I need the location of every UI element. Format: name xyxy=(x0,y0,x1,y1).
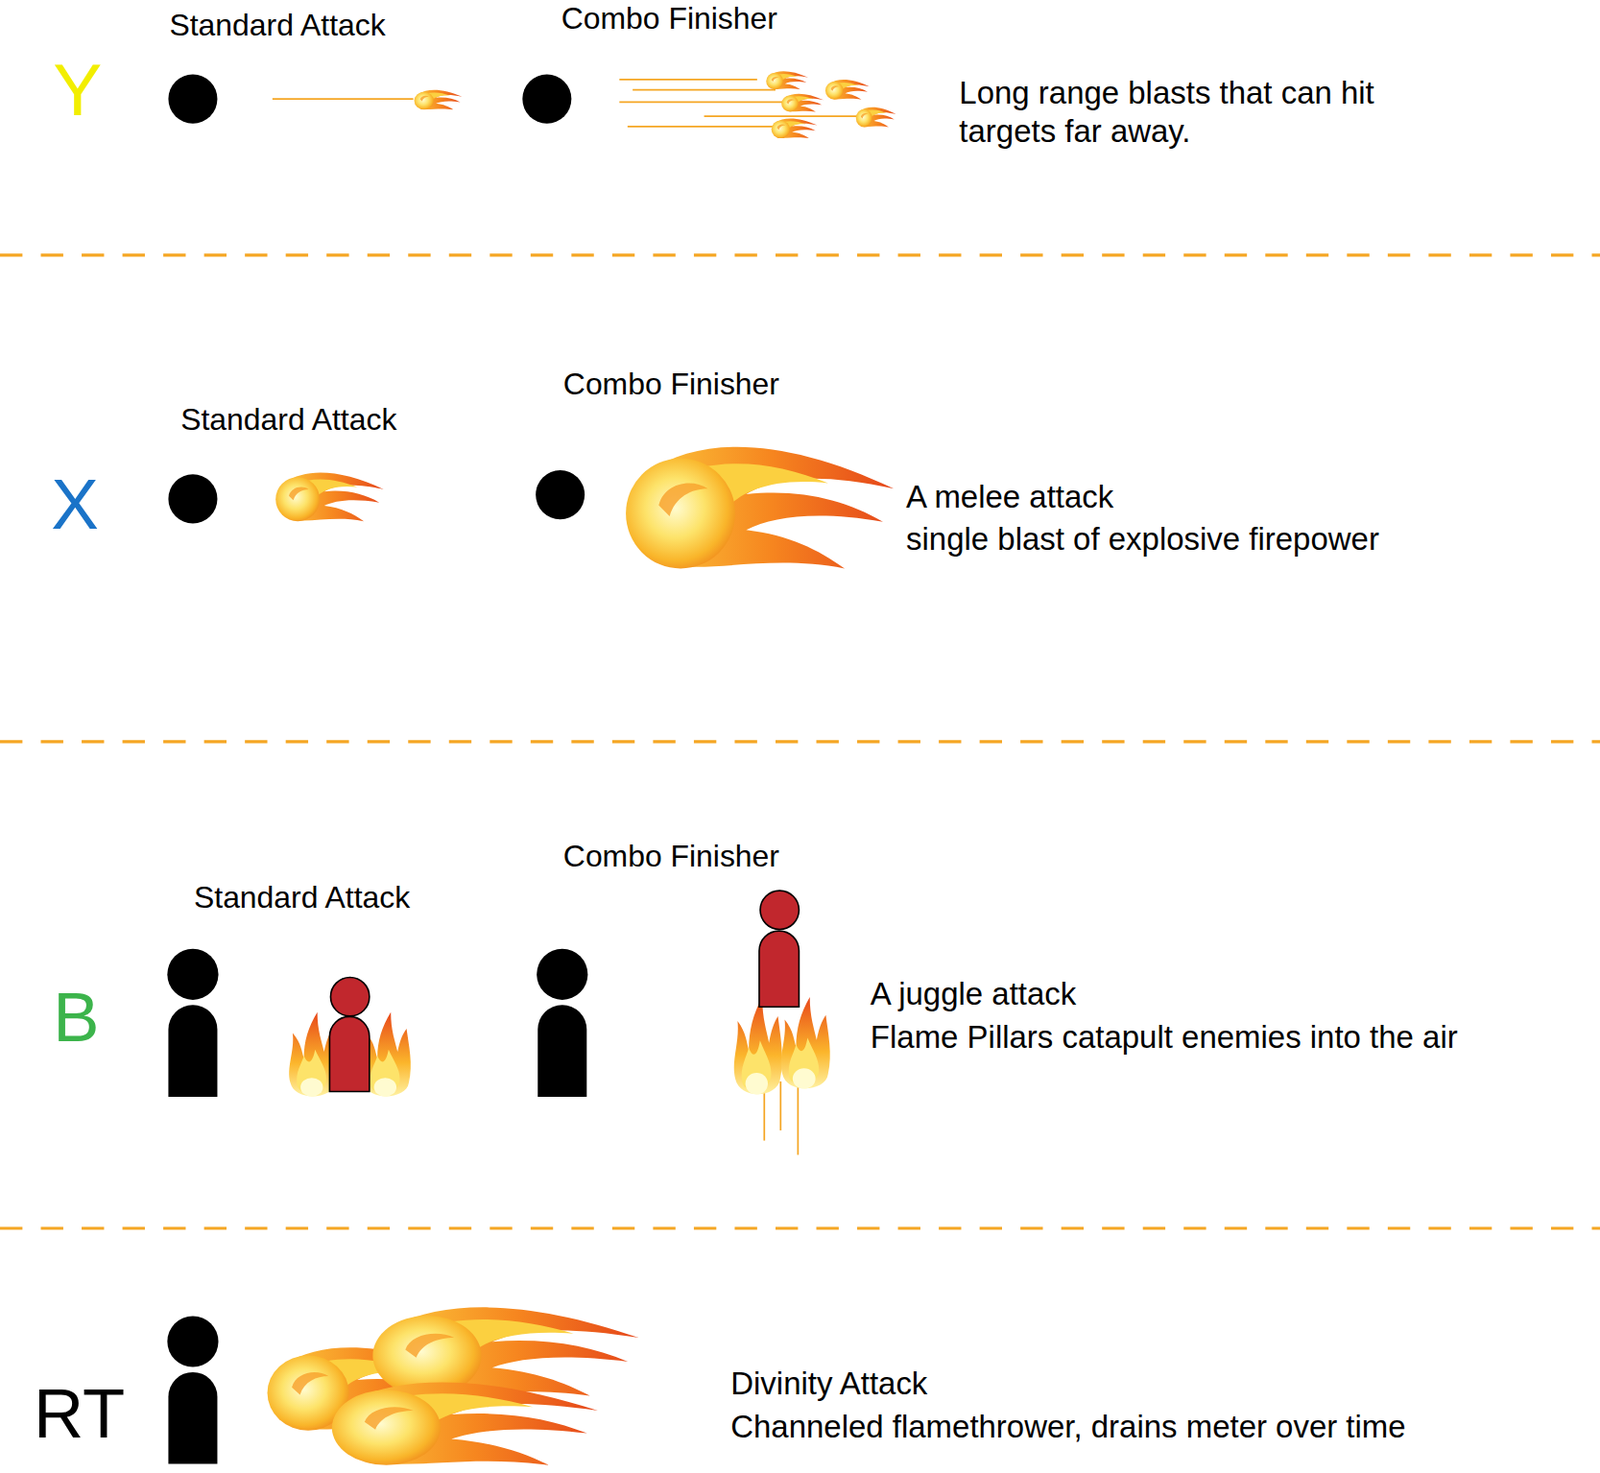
player-figure xyxy=(167,1372,217,1465)
player-figure xyxy=(537,1004,587,1098)
description-text: Long range blasts that can hit targets f… xyxy=(958,74,1449,151)
column-heading: Standard Attack xyxy=(168,6,385,44)
column-heading: Combo Finisher xyxy=(563,366,780,404)
blast-trail xyxy=(619,78,758,81)
flame-pillar xyxy=(288,1012,411,1098)
long-range-blast xyxy=(781,94,824,113)
column-heading: Combo Finisher xyxy=(561,0,778,37)
enemy-figure xyxy=(759,890,799,1007)
blast-trail xyxy=(627,125,776,128)
long-range-blast xyxy=(414,90,463,111)
melee-blast xyxy=(275,447,894,570)
player-figure xyxy=(167,949,218,1001)
column-heading: Standard Attack xyxy=(193,879,410,916)
caster-dot xyxy=(167,474,217,524)
button-label: Y xyxy=(52,46,102,135)
description-text: A melee attack xyxy=(906,477,1114,517)
row-divider xyxy=(0,255,1600,1229)
description-text: Divinity Attack xyxy=(730,1364,928,1404)
launch-trail xyxy=(779,1081,782,1131)
launch-trail xyxy=(764,1081,798,1156)
blast-trail xyxy=(632,89,776,92)
flame-pillar xyxy=(734,997,783,1095)
melee-blast xyxy=(625,447,894,570)
long-range-blast xyxy=(414,71,897,139)
description-text: Channeled flamethrower, drains meter ove… xyxy=(730,1408,1406,1447)
row-divider xyxy=(0,1226,1600,1230)
melee-blast xyxy=(275,472,384,522)
button-label: X xyxy=(50,461,99,548)
long-range-blast xyxy=(825,79,870,100)
flamethrower-blast xyxy=(267,1307,640,1465)
description-text: Flame Pillars catapult enemies into the … xyxy=(870,1017,1458,1056)
long-range-blast xyxy=(765,71,809,90)
button-label: RT xyxy=(33,1372,125,1457)
button-label: B xyxy=(52,976,99,1060)
column-heading: Combo Finisher xyxy=(563,837,780,875)
blast-trail xyxy=(272,97,414,100)
description-text: single blast of explosive firepower xyxy=(906,520,1380,559)
enemy-figure xyxy=(759,931,799,1007)
column-heading: Standard Attack xyxy=(180,401,397,438)
enemy-figure xyxy=(760,890,799,930)
flamethrower-blast xyxy=(332,1382,598,1465)
enemy-figure xyxy=(330,977,369,1016)
description-text: A juggle attack xyxy=(870,975,1076,1014)
caster-dot xyxy=(167,74,585,525)
launch-trail xyxy=(797,1081,800,1156)
caster-dot xyxy=(535,470,585,520)
player-figure xyxy=(536,949,588,1001)
flamethrower-blast xyxy=(372,1307,639,1396)
flame-pillar xyxy=(734,997,831,1096)
row-divider xyxy=(0,253,1600,257)
caster-dot xyxy=(167,74,217,124)
row-divider xyxy=(0,740,1600,743)
flame-pillar xyxy=(781,997,831,1090)
player-figure xyxy=(167,1315,218,1367)
enemy-figure xyxy=(329,1016,369,1092)
player-figure xyxy=(167,1004,217,1098)
long-range-blast xyxy=(771,118,818,139)
caster-dot xyxy=(522,74,572,124)
blast-trail xyxy=(704,115,863,118)
blast-trail xyxy=(619,100,786,103)
enemy-figure xyxy=(329,977,369,1092)
long-range-blast xyxy=(856,107,897,128)
